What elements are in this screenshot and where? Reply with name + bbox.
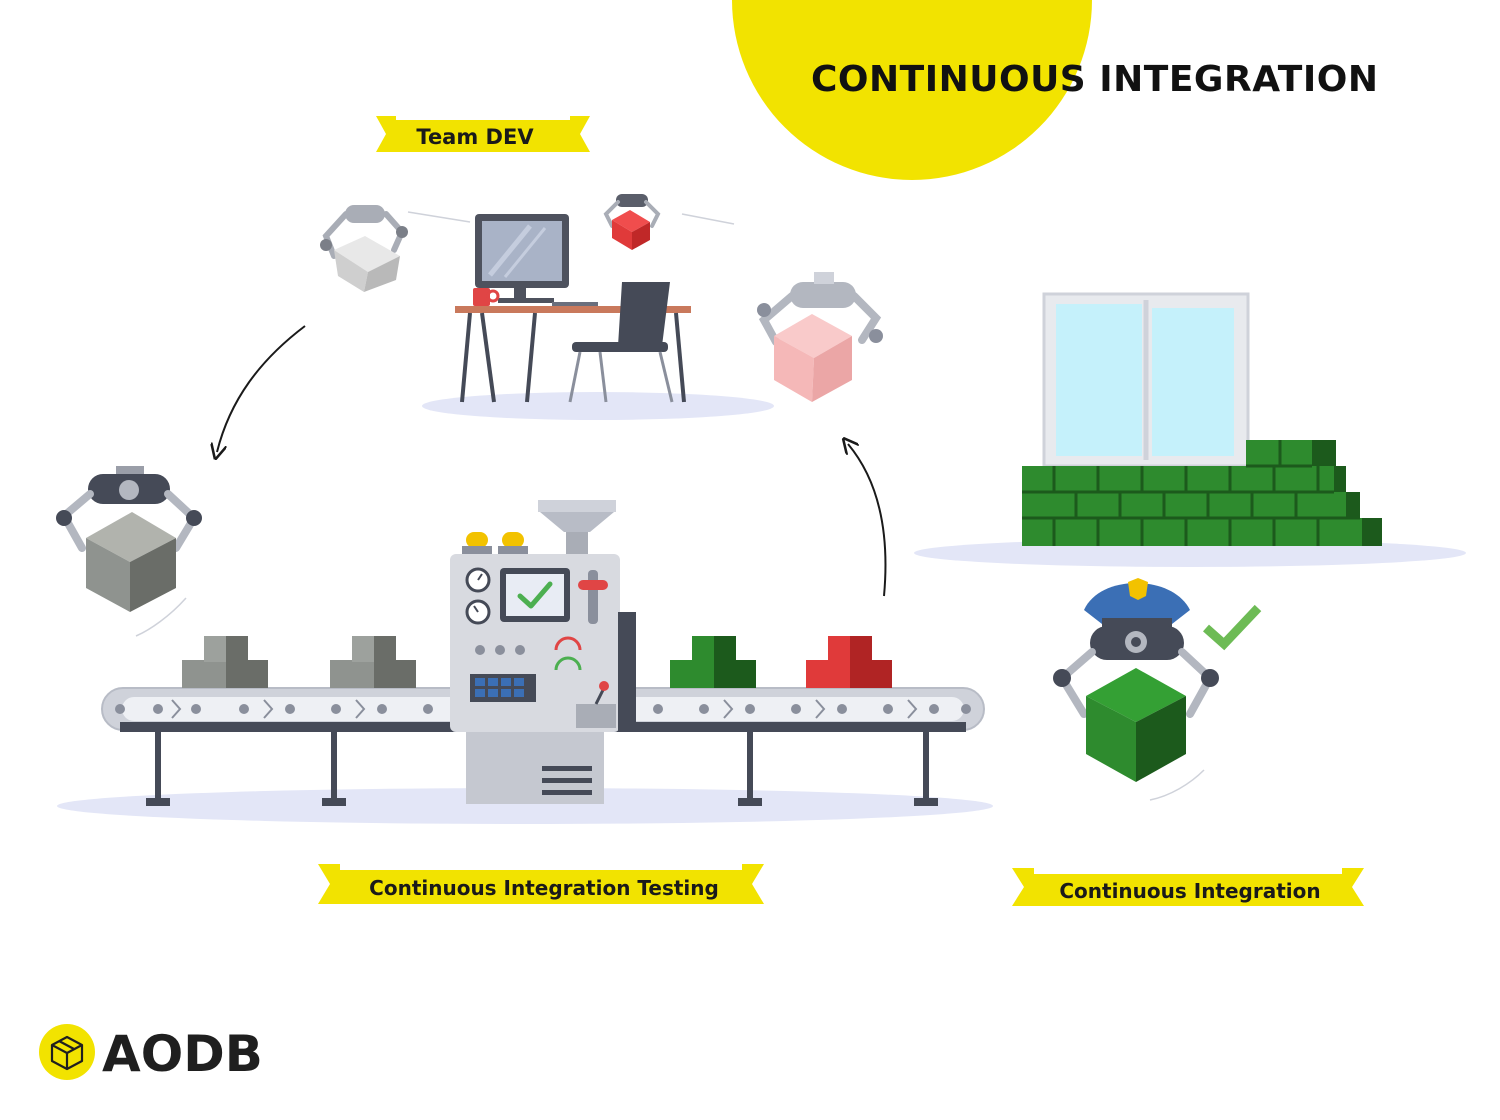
mug-icon: [473, 288, 490, 306]
robot-claw-grey-cube-top: [320, 205, 471, 292]
team-dev-ribbon: Team DEV: [376, 116, 590, 152]
ci-ribbon: Continuous Integration: [1012, 868, 1364, 906]
ci-testing-label: Continuous Integration Testing: [369, 876, 719, 900]
aodb-logo: AODB: [39, 1024, 263, 1083]
ci-testing-ribbon: Continuous Integration Testing: [318, 864, 764, 904]
flow-arrow-left: [217, 325, 306, 452]
team-dev-label: Team DEV: [416, 125, 534, 149]
robot-claw-red-cube: [603, 194, 735, 250]
green-block-stack: [670, 636, 756, 688]
logo-text: AODB: [102, 1025, 263, 1083]
grey-block-stack-1: [182, 636, 268, 688]
robot-claw-pink-cube: [757, 272, 883, 402]
police-hat-icon: [1084, 583, 1190, 624]
desk-scene: [422, 214, 774, 420]
ci-label: Continuous Integration: [1059, 879, 1320, 903]
robot-claw-grey-cube-left: [56, 466, 202, 637]
chair-icon: [568, 282, 674, 403]
flow-arrow-right: [848, 444, 887, 597]
testing-machine: [450, 500, 636, 804]
title-accent-circle: [732, 0, 1092, 180]
police-robot-green-cube: [1053, 578, 1262, 801]
red-block-stack: [806, 636, 892, 688]
approved-check-icon: [1203, 604, 1262, 651]
wall-with-window: [914, 292, 1466, 567]
page-title: CONTINUOUS INTEGRATION: [811, 59, 1378, 100]
check-icon: [517, 581, 553, 609]
grey-block-stack-2: [330, 636, 416, 688]
